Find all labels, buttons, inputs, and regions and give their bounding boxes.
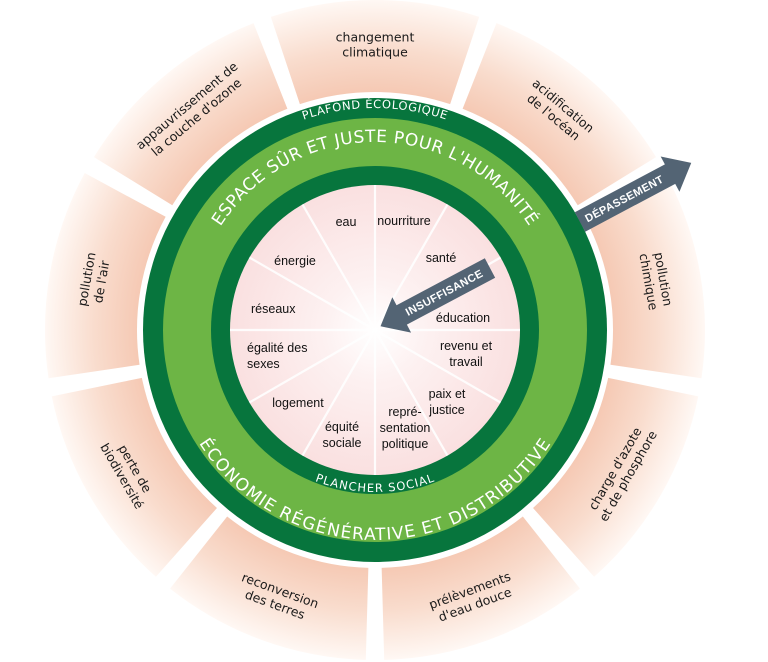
ecological-ceiling-segment bbox=[381, 516, 580, 660]
label-line: sexes bbox=[247, 357, 280, 371]
social-foundation-label-item: équité sociale bbox=[323, 420, 362, 450]
label-line: de l'air bbox=[90, 259, 112, 305]
label-line: éducation bbox=[436, 311, 490, 325]
ecological-ceiling-segment bbox=[93, 23, 288, 206]
shortfall-divider bbox=[301, 329, 376, 457]
social-foundation-label-item: éducation bbox=[436, 311, 490, 325]
social-foundation-label-item: énergie bbox=[274, 254, 316, 268]
label-line: nourriture bbox=[377, 214, 431, 228]
ecological-ceiling-segment bbox=[51, 377, 217, 577]
label-line: changement bbox=[336, 30, 415, 45]
label-line: justice bbox=[428, 403, 464, 417]
label-line: eau bbox=[336, 215, 357, 229]
label-line: climatique bbox=[342, 45, 408, 60]
social-foundation-label-item: revenu et travail bbox=[440, 339, 493, 369]
ecological-ceiling-segment bbox=[533, 377, 699, 577]
social-foundation-label-item: nourriture bbox=[377, 214, 431, 228]
social-foundation-label-item: santé bbox=[426, 251, 457, 265]
label-line: énergie bbox=[274, 254, 316, 268]
shortfall-divider bbox=[248, 329, 376, 404]
label-line: travail bbox=[449, 355, 482, 369]
shortfall-divider bbox=[374, 329, 502, 404]
social-foundation-labels: nourriture santé éducation revenu et travail… bbox=[247, 214, 493, 451]
label-line: sociale bbox=[323, 436, 362, 450]
label-line: sentation bbox=[380, 421, 431, 435]
ecological-ceiling-segment bbox=[45, 173, 166, 379]
label-line: équité bbox=[325, 420, 359, 434]
shortfall-arrow-icon bbox=[380, 258, 496, 333]
ecological-ceiling-segment bbox=[584, 173, 705, 379]
label-line: repré- bbox=[388, 405, 421, 419]
social-foundation-label-item: égalité des sexes bbox=[247, 341, 307, 371]
overshoot-arrow-icon bbox=[574, 156, 692, 232]
label-line: logement bbox=[272, 396, 324, 410]
label-line: paix et bbox=[429, 387, 466, 401]
ecological-ceiling-segments bbox=[45, 0, 705, 660]
social-foundation-label-item: repré-sentation politique bbox=[380, 405, 431, 451]
social-foundation-label-item: eau bbox=[336, 215, 357, 229]
label-line: revenu et bbox=[440, 339, 493, 353]
shortfall-divider bbox=[374, 203, 449, 331]
label-line: réseaux bbox=[251, 302, 296, 316]
label-line: santé bbox=[426, 251, 457, 265]
social-foundation-label-item: réseaux bbox=[251, 302, 296, 316]
ecological-ceiling-segment bbox=[270, 0, 480, 105]
shortfall-divider bbox=[248, 256, 376, 331]
shortfall-divider bbox=[374, 329, 449, 457]
ecological-ceiling-segment bbox=[170, 516, 369, 660]
label-line: politique bbox=[382, 437, 429, 451]
ecological-ceiling-segment bbox=[462, 23, 657, 206]
shortfall-divider bbox=[301, 203, 376, 331]
social-foundation-label-item: logement bbox=[272, 396, 324, 410]
social-foundation-label-item: paix et justice bbox=[428, 387, 466, 417]
label-line: égalité des bbox=[247, 341, 307, 355]
